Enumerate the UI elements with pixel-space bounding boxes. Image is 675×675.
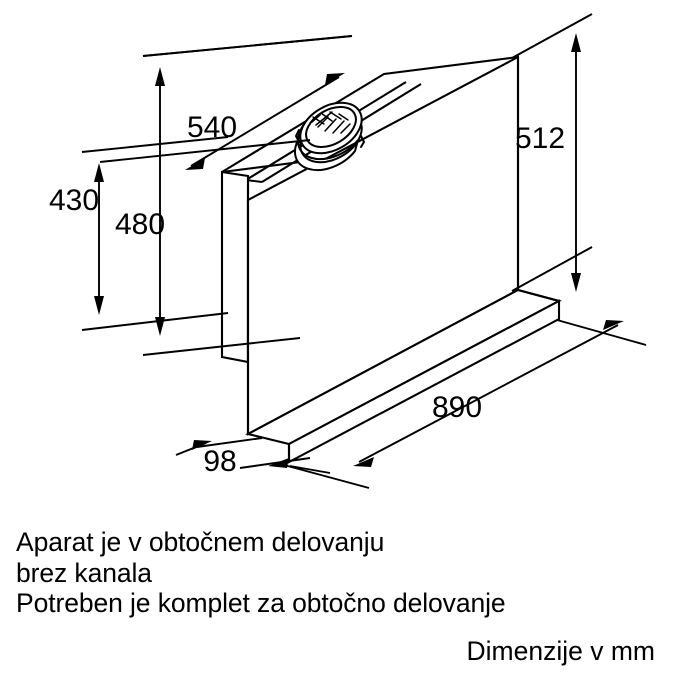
ext-line-540-b bbox=[99, 139, 311, 163]
dim-label-890: 890 bbox=[432, 391, 482, 424]
ext-line-512-bottom bbox=[511, 246, 593, 292]
caption-line-3: Potreben je komplet za obtočno delovanje bbox=[16, 588, 506, 618]
dim-line-540 bbox=[190, 76, 340, 167]
caption-block: Aparat je v obtočnem delovanju brez kana… bbox=[16, 527, 661, 667]
arrow-480-top bbox=[155, 67, 165, 86]
arrow-430-bottom bbox=[94, 296, 104, 315]
arrow-98-left bbox=[192, 440, 212, 450]
caption-line-1: Aparat je v obtočnem delovanju bbox=[16, 527, 385, 557]
ext-line-512-top bbox=[511, 13, 593, 59]
ext-line-98-b bbox=[239, 457, 311, 469]
caption-line-2: brez kanala bbox=[16, 557, 152, 588]
ext-line-480-top bbox=[142, 35, 353, 57]
arrow-540-end bbox=[325, 73, 345, 85]
dimension-430: 430 bbox=[49, 136, 229, 331]
arrow-512-bottom bbox=[571, 273, 581, 292]
dimension-98: 98 bbox=[175, 437, 331, 478]
dim-line-98-right bbox=[289, 465, 331, 474]
ext-line-480-bottom bbox=[142, 337, 301, 356]
vent-rim-top bbox=[299, 101, 363, 155]
dimension-512: 512 bbox=[511, 13, 593, 292]
vent-tab-left bbox=[294, 129, 300, 143]
dim-label-430: 430 bbox=[49, 184, 99, 217]
caption-units-note: Dimenzije v mm bbox=[466, 635, 655, 666]
arrow-98-right bbox=[268, 458, 289, 468]
vent-tab-right bbox=[360, 135, 366, 148]
arrow-480-bottom bbox=[155, 317, 165, 336]
dimension-480: 480 bbox=[115, 35, 353, 356]
ext-line-430-top bbox=[81, 136, 229, 153]
air-outlet-duct bbox=[293, 101, 366, 172]
left-side-face bbox=[220, 170, 250, 364]
arrow-890-end bbox=[603, 320, 624, 330]
arrow-512-top bbox=[571, 33, 581, 52]
ext-line-98-a bbox=[196, 437, 263, 448]
dim-label-512: 512 bbox=[515, 122, 565, 155]
dimension-890: 890 bbox=[283, 319, 647, 489]
ext-line-430-bottom bbox=[81, 312, 229, 331]
ext-line-890-a bbox=[283, 464, 370, 489]
arrow-890-start bbox=[353, 457, 374, 467]
dim-line-890 bbox=[358, 324, 619, 463]
arrow-430-top bbox=[94, 163, 104, 182]
vent-grille-mesh bbox=[311, 111, 351, 134]
ext-line-890-b bbox=[556, 319, 647, 346]
bottom-lip-inner-edge bbox=[517, 288, 560, 303]
dim-label-98: 98 bbox=[203, 445, 236, 478]
dim-label-480: 480 bbox=[115, 208, 165, 241]
arrow-540-start bbox=[185, 158, 205, 170]
